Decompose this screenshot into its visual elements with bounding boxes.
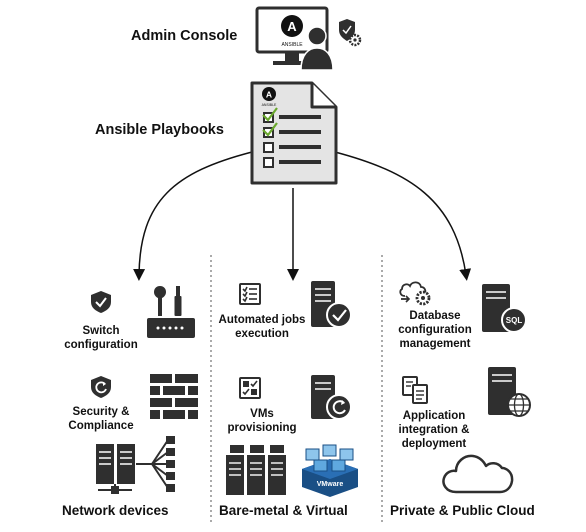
database-configuration-label: Database configuration management bbox=[398, 310, 472, 350]
cloud-gear-icon bbox=[399, 281, 431, 306]
sql-database-server-icon: SQL bbox=[482, 284, 527, 333]
playbook-document-icon: A ANSIBLE bbox=[250, 81, 338, 185]
network-devices-title: Network devices bbox=[62, 503, 169, 518]
admin-monitor-icon: A ANSIBLE bbox=[255, 6, 362, 71]
vmware-stack-icon: VMware bbox=[302, 444, 358, 497]
security-compliance-label: Security & Compliance bbox=[68, 406, 134, 432]
app-integration-icon bbox=[402, 376, 428, 404]
checklist-icon bbox=[239, 283, 261, 305]
private-public-cloud-title: Private & Public Cloud bbox=[390, 503, 535, 518]
ansible-logo-letter: A bbox=[287, 19, 297, 34]
svg-text:A: A bbox=[266, 90, 272, 100]
vms-provisioning-label: VMs provisioning bbox=[227, 408, 297, 434]
automated-jobs-label: Automated jobs execution bbox=[218, 314, 306, 340]
switch-configuration-label: Switch configuration bbox=[64, 325, 138, 351]
server-sync-icon bbox=[311, 375, 352, 420]
arrow-to-network-devices bbox=[133, 151, 253, 281]
network-switch-tools-icon bbox=[147, 286, 195, 338]
admin-console-label: Admin Console bbox=[131, 28, 238, 44]
svg-text:ANSIBLE: ANSIBLE bbox=[262, 103, 277, 107]
vm-grid-check-icon bbox=[239, 377, 261, 399]
server-check-icon bbox=[311, 281, 352, 328]
cloud-icon bbox=[442, 454, 514, 494]
bare-metal-virtual-title: Bare-metal & Virtual bbox=[219, 503, 348, 518]
vmware-label: VMware bbox=[317, 481, 344, 488]
bare-metal-servers-icon bbox=[226, 445, 286, 495]
sql-label: SQL bbox=[506, 316, 523, 325]
ansible-logo-wordmark: ANSIBLE bbox=[281, 42, 303, 48]
shield-sync-icon bbox=[91, 376, 111, 398]
web-server-icon bbox=[488, 367, 531, 417]
network-servers-icon bbox=[96, 436, 175, 494]
arrow-to-cloud bbox=[334, 151, 472, 281]
shield-check-icon bbox=[91, 291, 111, 313]
application-integration-label: Application integration & deployment bbox=[398, 410, 470, 450]
firewall-brick-icon bbox=[150, 374, 198, 419]
ansible-playbooks-label: Ansible Playbooks bbox=[95, 122, 224, 138]
